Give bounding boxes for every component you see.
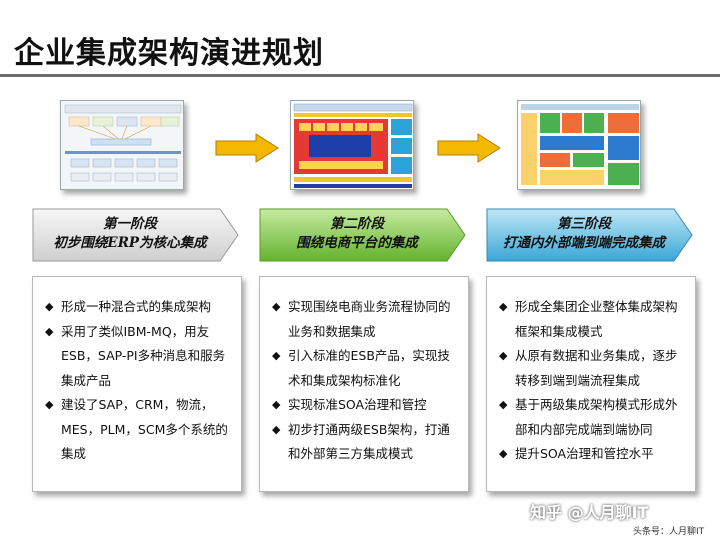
- list-item: ◆实现围绕电商业务流程协同的业务和数据集成: [272, 295, 458, 344]
- arrow-shape: [437, 133, 501, 163]
- diamond-bullet-icon: ◆: [499, 447, 508, 460]
- zhihu-watermark: 知乎 @人月聊IT: [530, 503, 649, 522]
- list-item: ◆引入标准的ESB产品，实现技术和集成架构标准化: [272, 344, 458, 393]
- stage-1-subtitle: 初步围绕ERP为核心集成: [53, 235, 207, 251]
- stage-3-name: 第三阶段: [557, 216, 611, 232]
- diamond-bullet-icon: ◆: [499, 398, 508, 411]
- diamond-bullet-icon: ◆: [272, 422, 281, 436]
- progression-arrow-icon: [437, 133, 501, 163]
- diamond-bullet-icon: ◆: [45, 398, 54, 411]
- stage-1-details: ◆形成一种混合式的集成架构 ◆采用了类似IBM-MQ，用友ESB，SAP-PI多…: [32, 276, 242, 492]
- stage-3-details: ◆形成全集团企业整体集成架构框架和集成模式 ◆从原有数据和业务集成，逐步转移到端…: [486, 276, 696, 492]
- title-divider: [0, 74, 720, 77]
- arrow-shape: [215, 133, 279, 163]
- stage-1-chevron: [32, 208, 239, 262]
- diamond-bullet-icon: ◆: [499, 349, 508, 362]
- list-item: ◆初步打通两级ESB架构，打通和外部第三方集成模式: [272, 418, 458, 467]
- list-item: ◆形成一种混合式的集成架构: [45, 295, 231, 320]
- stage-1-diagram-thumbnail: [60, 100, 184, 190]
- stage-2-chevron: [259, 208, 466, 262]
- diamond-bullet-icon: ◆: [272, 349, 281, 362]
- stage-1-name: 第一阶段: [103, 216, 157, 232]
- stage-2-name: 第二阶段: [330, 216, 384, 232]
- diamond-bullet-icon: ◆: [272, 300, 281, 313]
- list-item: ◆形成全集团企业整体集成架构框架和集成模式: [499, 295, 685, 344]
- stage-2-diagram-thumbnail: [290, 100, 414, 190]
- stage-3-diagram-thumbnail: [517, 100, 641, 190]
- list-item: ◆建设了SAP，CRM，物流，MES，PLM，SCM多个系统的集成: [45, 393, 231, 467]
- list-item: ◆提升SOA治理和管控水平: [499, 442, 685, 467]
- stage-3-chevron: [486, 208, 693, 262]
- stage-2-header: 第二阶段 围绕电商平台的集成: [257, 207, 469, 263]
- stage-3-header: 第三阶段 打通内外部端到端完成集成: [484, 207, 696, 263]
- footer-note: 头条号：人月聊IT: [633, 527, 705, 537]
- progression-arrow-icon: [215, 133, 279, 163]
- stage-2-details: ◆实现围绕电商业务流程协同的业务和数据集成 ◆引入标准的ESB产品，实现技术和集…: [259, 276, 469, 492]
- stage-2-subtitle: 围绕电商平台的集成: [296, 235, 418, 251]
- list-item: ◆从原有数据和业务集成，逐步转移到端到端流程集成: [499, 344, 685, 393]
- list-item: ◆实现标准SOA治理和管控: [272, 393, 458, 418]
- stage-1-header: 第一阶段 初步围绕ERP为核心集成: [30, 207, 242, 263]
- diamond-bullet-icon: ◆: [499, 300, 508, 313]
- diamond-bullet-icon: ◆: [45, 324, 54, 338]
- page-title: 企业集成架构演进规划: [14, 36, 324, 71]
- list-item: ◆基于两级集成架构模式形成外部和内部完成端到端协同: [499, 393, 685, 442]
- diamond-bullet-icon: ◆: [272, 398, 281, 411]
- diamond-bullet-icon: ◆: [45, 300, 54, 313]
- list-item: ◆采用了类似IBM-MQ，用友ESB，SAP-PI多种消息和服务集成产品: [45, 320, 231, 394]
- stage-3-subtitle: 打通内外部端到端完成集成: [503, 235, 665, 251]
